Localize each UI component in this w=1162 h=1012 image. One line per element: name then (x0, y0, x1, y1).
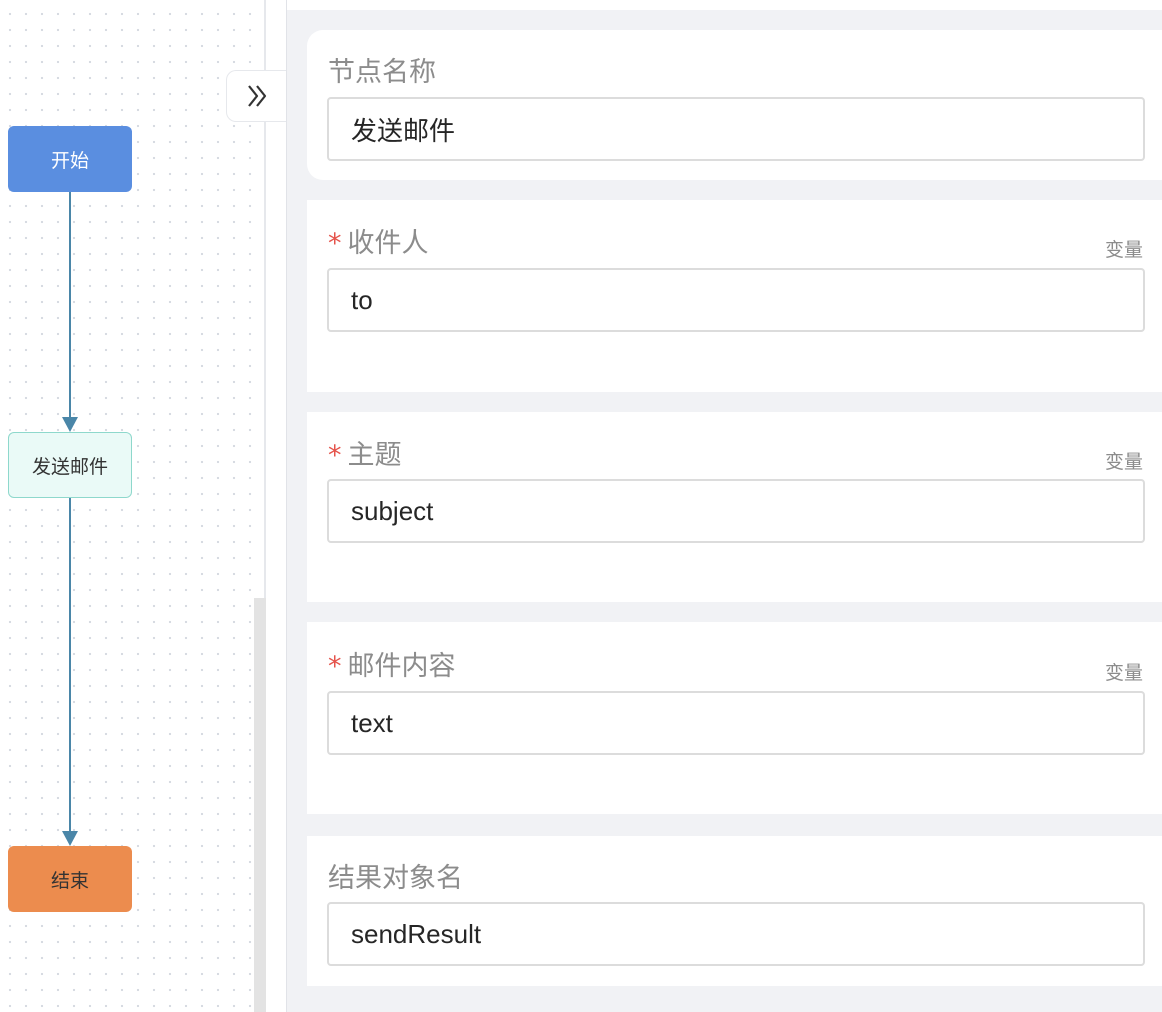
node-properties-panel: 节点名称 *收件人 变量 *主题 变量 *邮件内容 变量 结果对象名 (286, 0, 1162, 1012)
flow-node-send-mail[interactable]: 发送邮件 (8, 432, 132, 498)
node-name-label: 节点名称 (328, 56, 436, 90)
flow-edges (62, 192, 78, 846)
required-mark: * (328, 228, 342, 259)
recipient-variable-link[interactable]: 变量 (1104, 239, 1143, 261)
recipient-label-text: 收件人 (347, 228, 429, 259)
mail-content-variable-link[interactable]: 变量 (1104, 662, 1143, 684)
canvas-divider (264, 0, 266, 1012)
required-mark: * (328, 651, 342, 682)
result-name-section: 结果对象名 (307, 836, 1162, 986)
node-name-label-text: 节点名称 (328, 57, 436, 88)
flow-node-send-mail-label: 发送邮件 (31, 455, 108, 478)
collapse-panel-button[interactable] (226, 70, 286, 122)
subject-input[interactable] (327, 479, 1145, 543)
mail-content-input[interactable] (327, 691, 1145, 755)
recipient-section: *收件人 变量 (307, 200, 1162, 392)
panel-top-strip (287, 0, 1162, 10)
mail-content-section: *邮件内容 变量 (307, 622, 1162, 814)
result-name-label: 结果对象名 (328, 862, 463, 896)
flow-node-start[interactable]: 开始 (8, 126, 132, 192)
flow-node-start-label: 开始 (50, 149, 89, 172)
recipient-label: *收件人 (328, 227, 429, 261)
node-name-input[interactable] (327, 97, 1145, 161)
subject-variable-link[interactable]: 变量 (1104, 451, 1143, 473)
edge-mail-to-end (62, 498, 78, 846)
canvas-scrollbar[interactable] (254, 598, 266, 1012)
edge-start-to-mail (62, 192, 78, 432)
subject-label-text: 主题 (347, 440, 402, 471)
recipient-input[interactable] (327, 268, 1145, 332)
mail-content-label: *邮件内容 (328, 650, 456, 684)
required-mark: * (328, 440, 342, 471)
flow-node-end-label: 结束 (50, 869, 89, 892)
flow-node-end[interactable]: 结束 (8, 846, 132, 912)
subject-section: *主题 变量 (307, 412, 1162, 602)
mail-content-label-text: 邮件内容 (347, 651, 456, 682)
result-name-label-text: 结果对象名 (328, 863, 463, 894)
subject-label: *主题 (328, 439, 402, 473)
double-chevron-right-icon (247, 85, 266, 107)
node-name-section: 节点名称 (307, 30, 1162, 180)
result-name-input[interactable] (327, 902, 1145, 966)
